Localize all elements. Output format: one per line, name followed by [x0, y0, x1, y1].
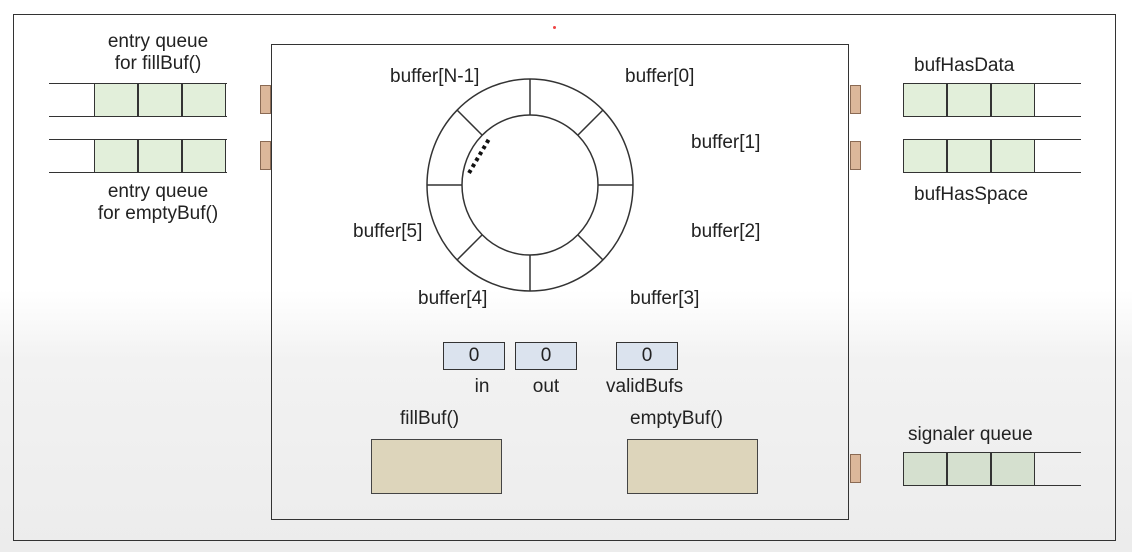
queue-slot: [991, 452, 1035, 486]
queue-slot: [947, 139, 991, 173]
empty-buf-box: [627, 439, 758, 494]
cursor-dot: [553, 26, 556, 29]
fill-buf-box: [371, 439, 502, 494]
queue-slot: [94, 139, 138, 173]
fill-entry-queue-tab: [260, 85, 271, 114]
valid-bufs-value-box: 0: [616, 342, 678, 370]
empty-entry-queue-label: entry queue for emptyBuf(): [68, 181, 248, 225]
out-label: out: [532, 376, 560, 397]
buffer-label-4: buffer[4]: [418, 288, 488, 309]
queue-slot: [903, 139, 947, 173]
valid-bufs-label: validBufs: [606, 376, 684, 397]
queue-slot: [182, 83, 226, 117]
fill-buf-label: fillBuf(): [400, 408, 460, 429]
fill-entry-queue-label-line1: entry queue: [107, 31, 209, 52]
monitor-box: [271, 44, 849, 520]
queue-slot: [947, 452, 991, 486]
in-value-box: 0: [443, 342, 505, 370]
buffer-label-0: buffer[0]: [625, 66, 695, 87]
buf-has-data-label: bufHasData: [914, 55, 1015, 76]
ring-divider: [456, 109, 483, 136]
empty-entry-queue: [49, 139, 227, 173]
queue-slot: [947, 83, 991, 117]
buffer-label-5: buffer[5]: [353, 221, 423, 242]
queue-slot: [991, 83, 1035, 117]
queue-slot: [182, 139, 226, 173]
signaler-queue-tab: [850, 454, 861, 483]
buf-has-space-label: bufHasSpace: [914, 184, 1029, 205]
queue-slot: [138, 83, 182, 117]
out-value-box: 0: [515, 342, 577, 370]
queue-slot: [903, 452, 947, 486]
buf-has-space-queue: [903, 139, 1081, 173]
fill-entry-queue: [49, 83, 227, 117]
empty-buf-label: emptyBuf(): [630, 408, 723, 429]
empty-entry-queue-label-line1: entry queue: [107, 181, 209, 202]
buffer-label-n-minus-1: buffer[N-1]: [390, 66, 480, 87]
empty-entry-queue-label-line2: for emptyBuf(): [97, 203, 219, 224]
buf-has-data-tab: [850, 85, 861, 114]
ring-divider: [456, 234, 483, 261]
queue-slot: [991, 139, 1035, 173]
buf-has-data-queue: [903, 83, 1081, 117]
buf-has-space-tab: [850, 141, 861, 170]
queue-slot: [138, 139, 182, 173]
queue-slot: [94, 83, 138, 117]
signaler-queue-label: signaler queue: [908, 424, 1033, 445]
ring-inner-ellipse: [461, 114, 599, 256]
buffer-label-1: buffer[1]: [691, 132, 761, 153]
ring-divider: [577, 234, 604, 261]
circular-buffer-ring: [426, 78, 634, 292]
fill-entry-queue-label: entry queue for fillBuf(): [78, 31, 238, 75]
signaler-queue: [903, 452, 1081, 486]
in-label: in: [474, 376, 490, 397]
ring-divider: [577, 109, 604, 136]
fill-entry-queue-label-line2: for fillBuf(): [114, 53, 202, 74]
outer-frame: [13, 14, 1116, 541]
buffer-label-3: buffer[3]: [630, 288, 700, 309]
queue-slot: [903, 83, 947, 117]
buffer-label-2: buffer[2]: [691, 221, 761, 242]
empty-entry-queue-tab: [260, 141, 271, 170]
